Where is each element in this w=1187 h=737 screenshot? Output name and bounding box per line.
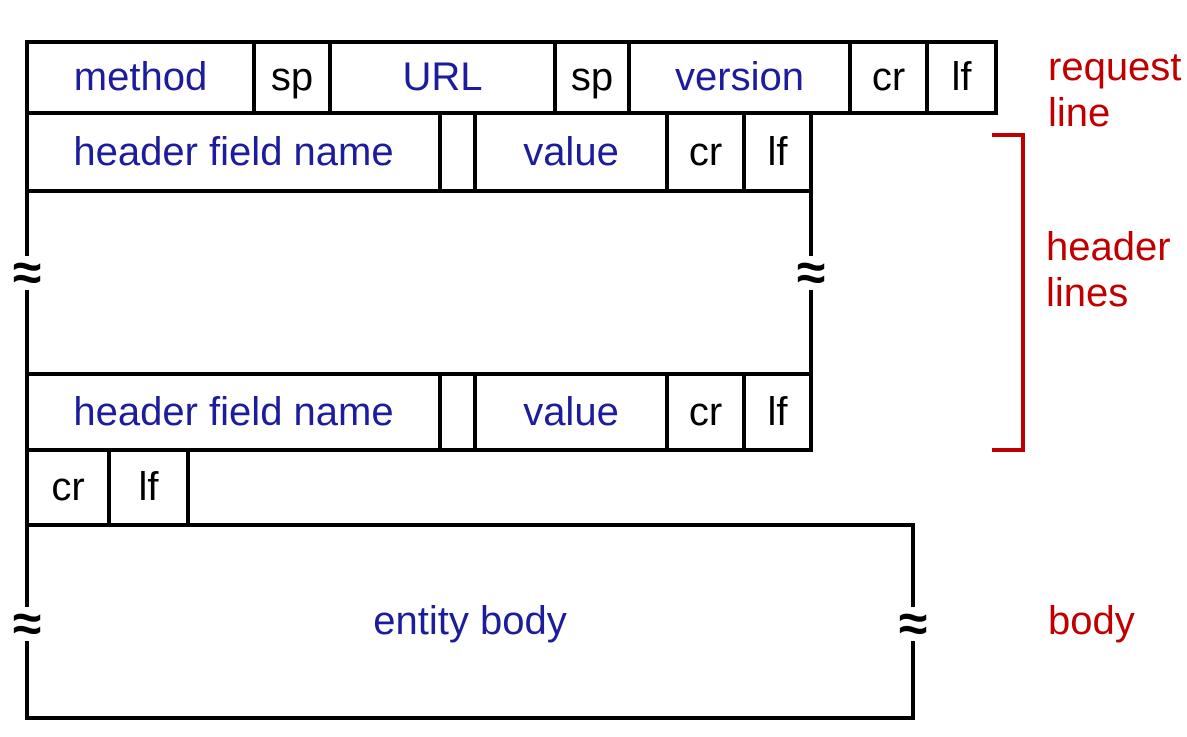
continuation-mark-body-right: ≈ bbox=[897, 595, 929, 653]
lf-cell-blank-line: lf bbox=[107, 452, 186, 523]
url-cell: URL bbox=[328, 44, 553, 111]
separator-cell-top bbox=[438, 115, 473, 189]
body-annotation-line1: body bbox=[1048, 599, 1135, 643]
header-lines-bracket bbox=[992, 133, 1025, 452]
version-cell: version bbox=[627, 44, 848, 111]
header-line-row-bottom: header field name value cr lf bbox=[25, 372, 813, 452]
value-cell-bottom: value bbox=[473, 376, 665, 448]
lf-cell-header-bottom: lf bbox=[742, 376, 809, 448]
sp-cell-1: sp bbox=[252, 44, 328, 111]
lf-cell-request: lf bbox=[925, 44, 994, 111]
value-cell-top: value bbox=[473, 115, 665, 189]
header-line-row-top: header field name value cr lf bbox=[25, 111, 813, 193]
header-field-name-cell-top: header field name bbox=[73, 129, 394, 174]
body-annotation: body bbox=[1048, 598, 1135, 644]
request-line-annotation-line1: request bbox=[1048, 45, 1182, 89]
cr-cell-request: cr bbox=[848, 44, 925, 111]
sp-cell-2: sp bbox=[553, 44, 627, 111]
header-field-name-cell-bottom: header field name bbox=[73, 389, 394, 434]
continuation-mark-header-right: ≈ bbox=[795, 244, 827, 302]
header-lines-annotation: header lines bbox=[1046, 224, 1171, 316]
method-cell: method bbox=[73, 55, 208, 99]
lf-cell-header-top: lf bbox=[742, 115, 809, 189]
request-line-annotation: request line bbox=[1048, 44, 1181, 136]
request-line-annotation-line2: line bbox=[1048, 91, 1111, 135]
cr-cell-header-top: cr bbox=[665, 115, 742, 189]
header-lines-continuation-box bbox=[25, 189, 813, 376]
cr-cell-blank-line: cr bbox=[51, 465, 85, 509]
continuation-mark-body-left: ≈ bbox=[11, 595, 43, 653]
entity-body-box: entity body bbox=[25, 523, 915, 720]
header-lines-annotation-line2: lines bbox=[1046, 271, 1129, 315]
request-line-row: method sp URL sp version cr lf bbox=[25, 40, 998, 115]
blank-crlf-row: cr lf bbox=[25, 448, 190, 527]
cr-cell-header-bottom: cr bbox=[665, 376, 742, 448]
entity-body-label: entity body bbox=[373, 599, 567, 643]
continuation-mark-header-left: ≈ bbox=[11, 244, 43, 302]
separator-cell-bottom bbox=[438, 376, 473, 448]
header-lines-annotation-line1: header bbox=[1046, 225, 1171, 269]
